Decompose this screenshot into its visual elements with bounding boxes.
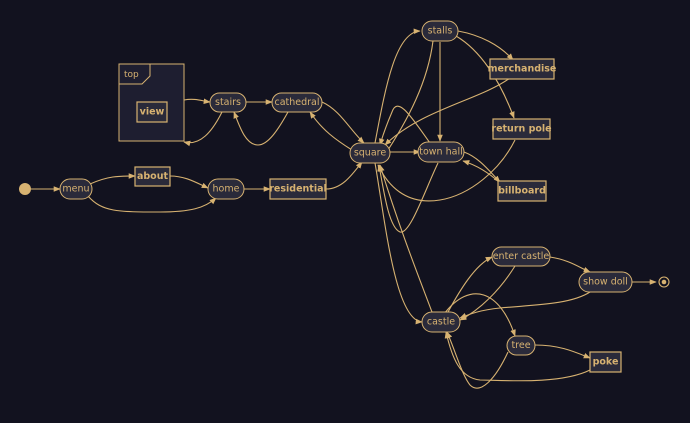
node-enter-castle[interactable]: enter castle <box>491 246 551 267</box>
final-state <box>658 276 670 288</box>
cluster-label: top <box>124 70 139 80</box>
node-view[interactable] <box>136 101 168 123</box>
node-cathedral-label: cathedral <box>274 97 319 108</box>
initial-state <box>19 183 31 195</box>
node-menu[interactable]: menu <box>59 178 93 200</box>
node-stairs[interactable]: stairs <box>209 92 247 113</box>
edge-square-cathedral <box>309 111 353 151</box>
edge-tree-castle <box>446 331 509 389</box>
edge-entercastle-castle <box>459 265 516 321</box>
node-cathedral[interactable]: cathedral <box>271 92 323 113</box>
node-about[interactable]: about <box>134 166 171 187</box>
edge-stalls-returnpole <box>455 35 515 119</box>
edge-entercastle-showdoll <box>549 256 591 273</box>
edge-square-stalls <box>374 28 421 144</box>
edge-castle-entercastle <box>447 256 493 313</box>
edge-stalls-merchandise <box>457 30 514 61</box>
node-poke-label: poke <box>593 357 619 368</box>
edge-castle-tree <box>443 293 516 337</box>
node-stalls-label: stalls <box>428 26 453 37</box>
node-return-pole-label: return pole <box>491 124 551 135</box>
node-menu-label: menu <box>62 184 89 195</box>
edge-stairs-top <box>183 111 223 147</box>
edge-stalls-square <box>379 40 434 163</box>
edge-square-castle <box>374 162 423 325</box>
node-about-label: about <box>137 171 169 182</box>
edges <box>31 28 657 389</box>
node-view-label: view <box>140 107 165 118</box>
edge-townhall-billboard <box>463 151 501 183</box>
node-stalls[interactable]: stalls <box>421 20 459 42</box>
node-stairs-label: stairs <box>215 97 241 108</box>
edge-cathedral-square <box>321 101 365 144</box>
node-enter-castle-label: enter castle <box>493 251 550 262</box>
node-poke[interactable]: poke <box>589 351 622 373</box>
node-merchandise[interactable]: merchandise <box>488 58 557 80</box>
edge-about-home <box>169 175 209 189</box>
edge-poke-castle <box>444 331 591 382</box>
node-home[interactable]: home <box>207 178 245 200</box>
edge-showdoll-castle <box>459 291 591 319</box>
node-residential[interactable]: residential <box>269 178 327 200</box>
edge-townhall-square <box>379 105 431 146</box>
node-tree[interactable]: tree <box>506 335 536 356</box>
node-billboard[interactable]: billboard <box>497 180 547 202</box>
node-town-hall[interactable]: town hall <box>417 141 465 163</box>
edge-top-stairs <box>183 98 211 104</box>
node-residential-label: residential <box>269 184 327 195</box>
edge-townhall-square-2 <box>377 162 439 233</box>
node-return-pole[interactable]: return pole <box>491 118 552 140</box>
node-home-label: home <box>213 184 240 195</box>
edge-merchandise-square <box>384 77 511 146</box>
edge-menu-about <box>89 173 136 185</box>
node-merchandise-label: merchandise <box>488 64 557 75</box>
node-tree-label: tree <box>511 340 530 351</box>
node-square-label: square <box>354 148 387 159</box>
edge-cathedral-stairs <box>233 111 289 146</box>
edge-castle-square <box>379 164 433 313</box>
node-square[interactable]: square <box>349 142 391 164</box>
cluster-top: top view <box>118 63 185 142</box>
edge-tree-poke <box>534 344 591 359</box>
edge-returnpole-square <box>377 139 516 202</box>
node-castle[interactable]: castle <box>421 311 461 333</box>
node-show-doll-label: show doll <box>583 277 628 288</box>
node-town-hall-label: town hall <box>419 147 462 158</box>
edge-billboard-townhall <box>462 160 501 184</box>
edge-residential-square <box>325 161 363 190</box>
node-castle-label: castle <box>427 317 455 328</box>
node-billboard-label: billboard <box>498 186 546 197</box>
node-show-doll[interactable]: show doll <box>578 271 633 293</box>
edge-menu-home <box>87 195 217 213</box>
